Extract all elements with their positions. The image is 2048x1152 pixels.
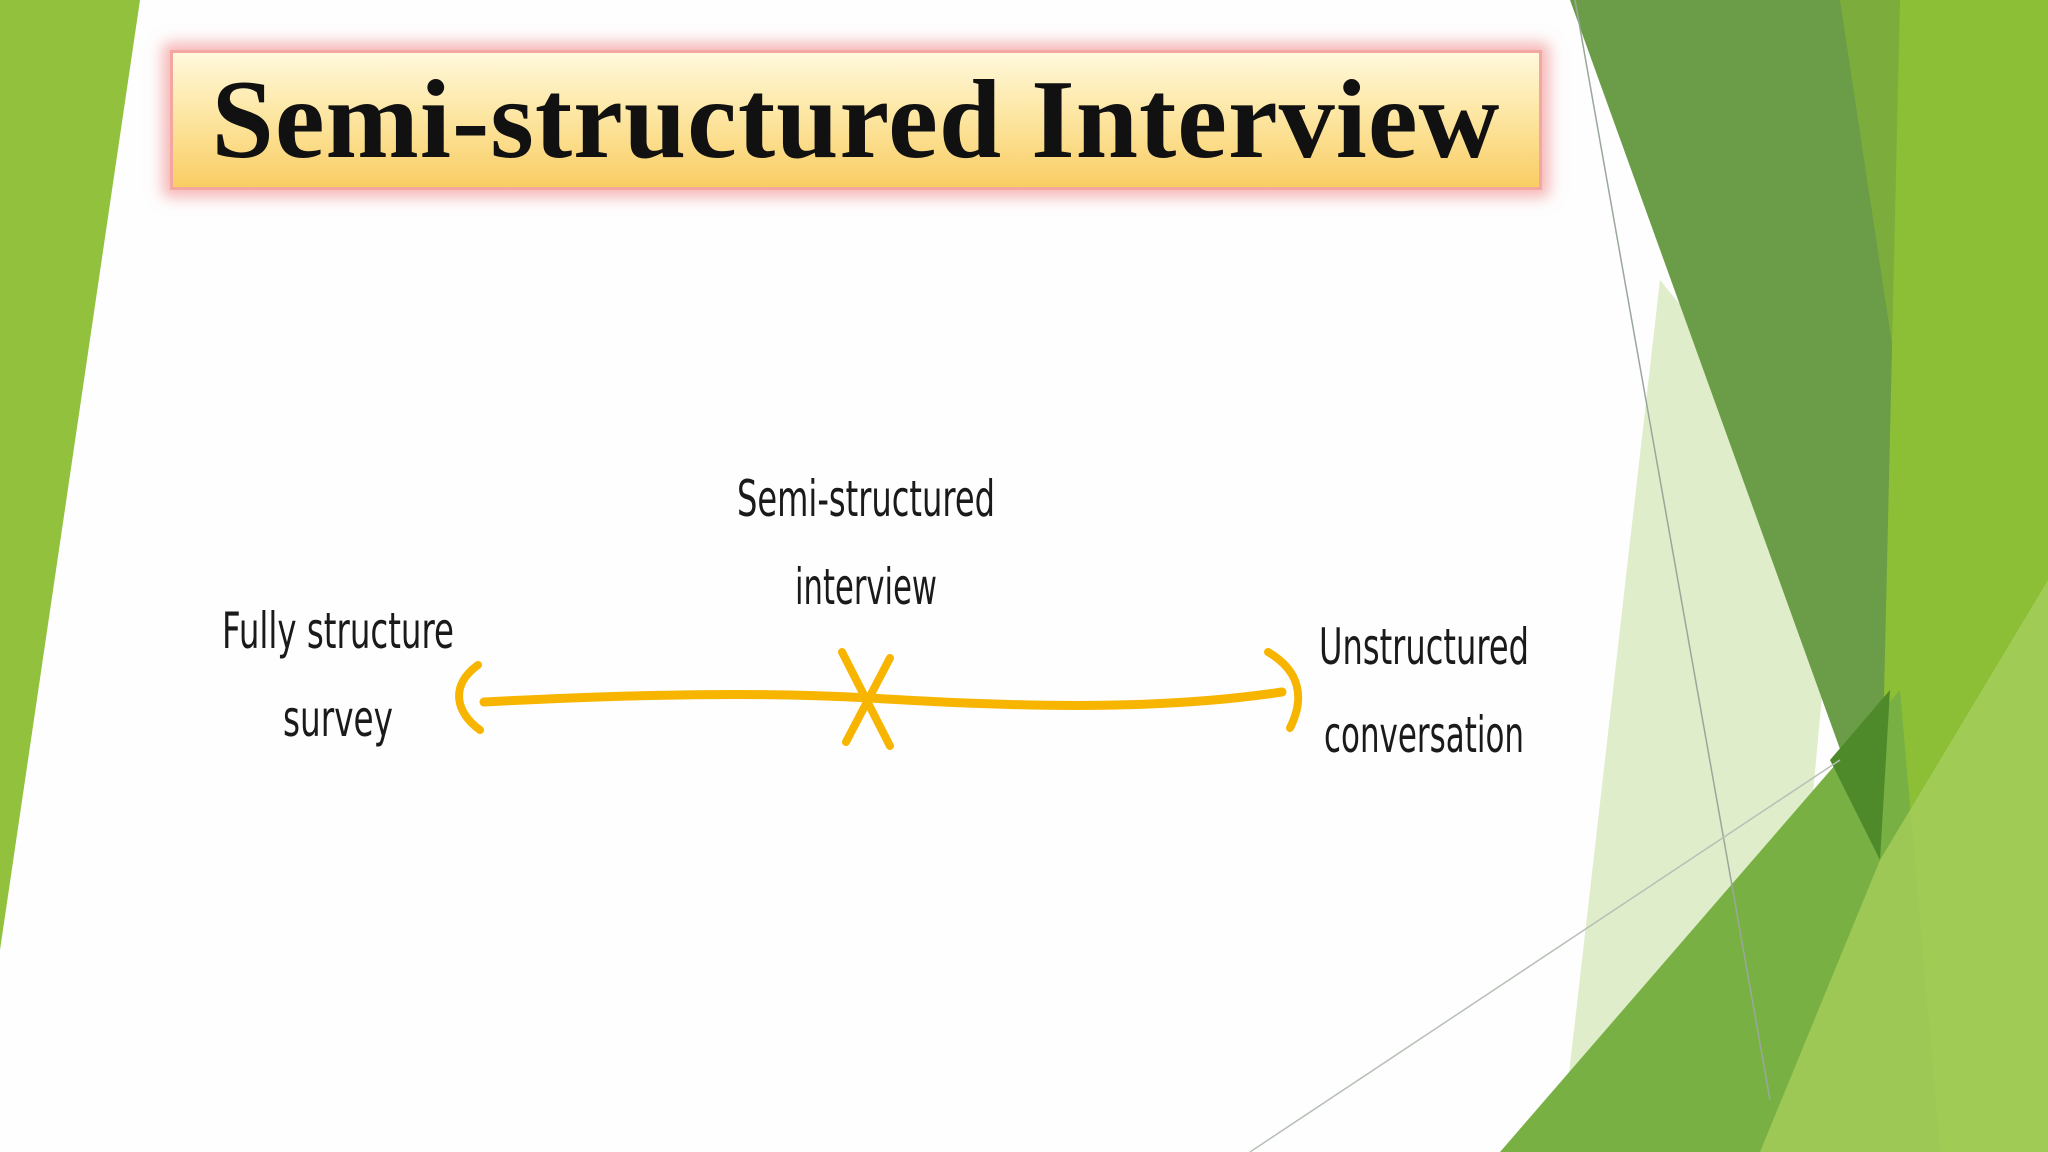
right-arrowhead [1264,648,1303,732]
thin-diagonal-line [1574,0,1771,1101]
middle-label-line-2: interview [795,558,937,616]
left-label-line-1: Fully structure [222,602,454,660]
middle-label-line-1: Semi-structured [737,470,995,528]
right-label-line-1: Unstructured [1319,618,1529,676]
title-banner: Semi-structured Interview [170,50,1542,190]
spectrum-line [479,687,1287,710]
right-deep-green-shape [1830,690,1890,860]
right-label-line-2: conversation [1324,706,1524,764]
left-arrowhead [455,661,484,734]
thin-diagonal-line [1249,759,1841,1152]
right-dark-green-shape [1570,0,1920,860]
left-green-shape [0,0,140,950]
left-label-line-2: survey [283,690,393,748]
middle-x-marker [842,654,894,746]
slide-title: Semi-structured Interview [211,58,1501,182]
right-light-overlay-shape [1760,580,2048,1152]
